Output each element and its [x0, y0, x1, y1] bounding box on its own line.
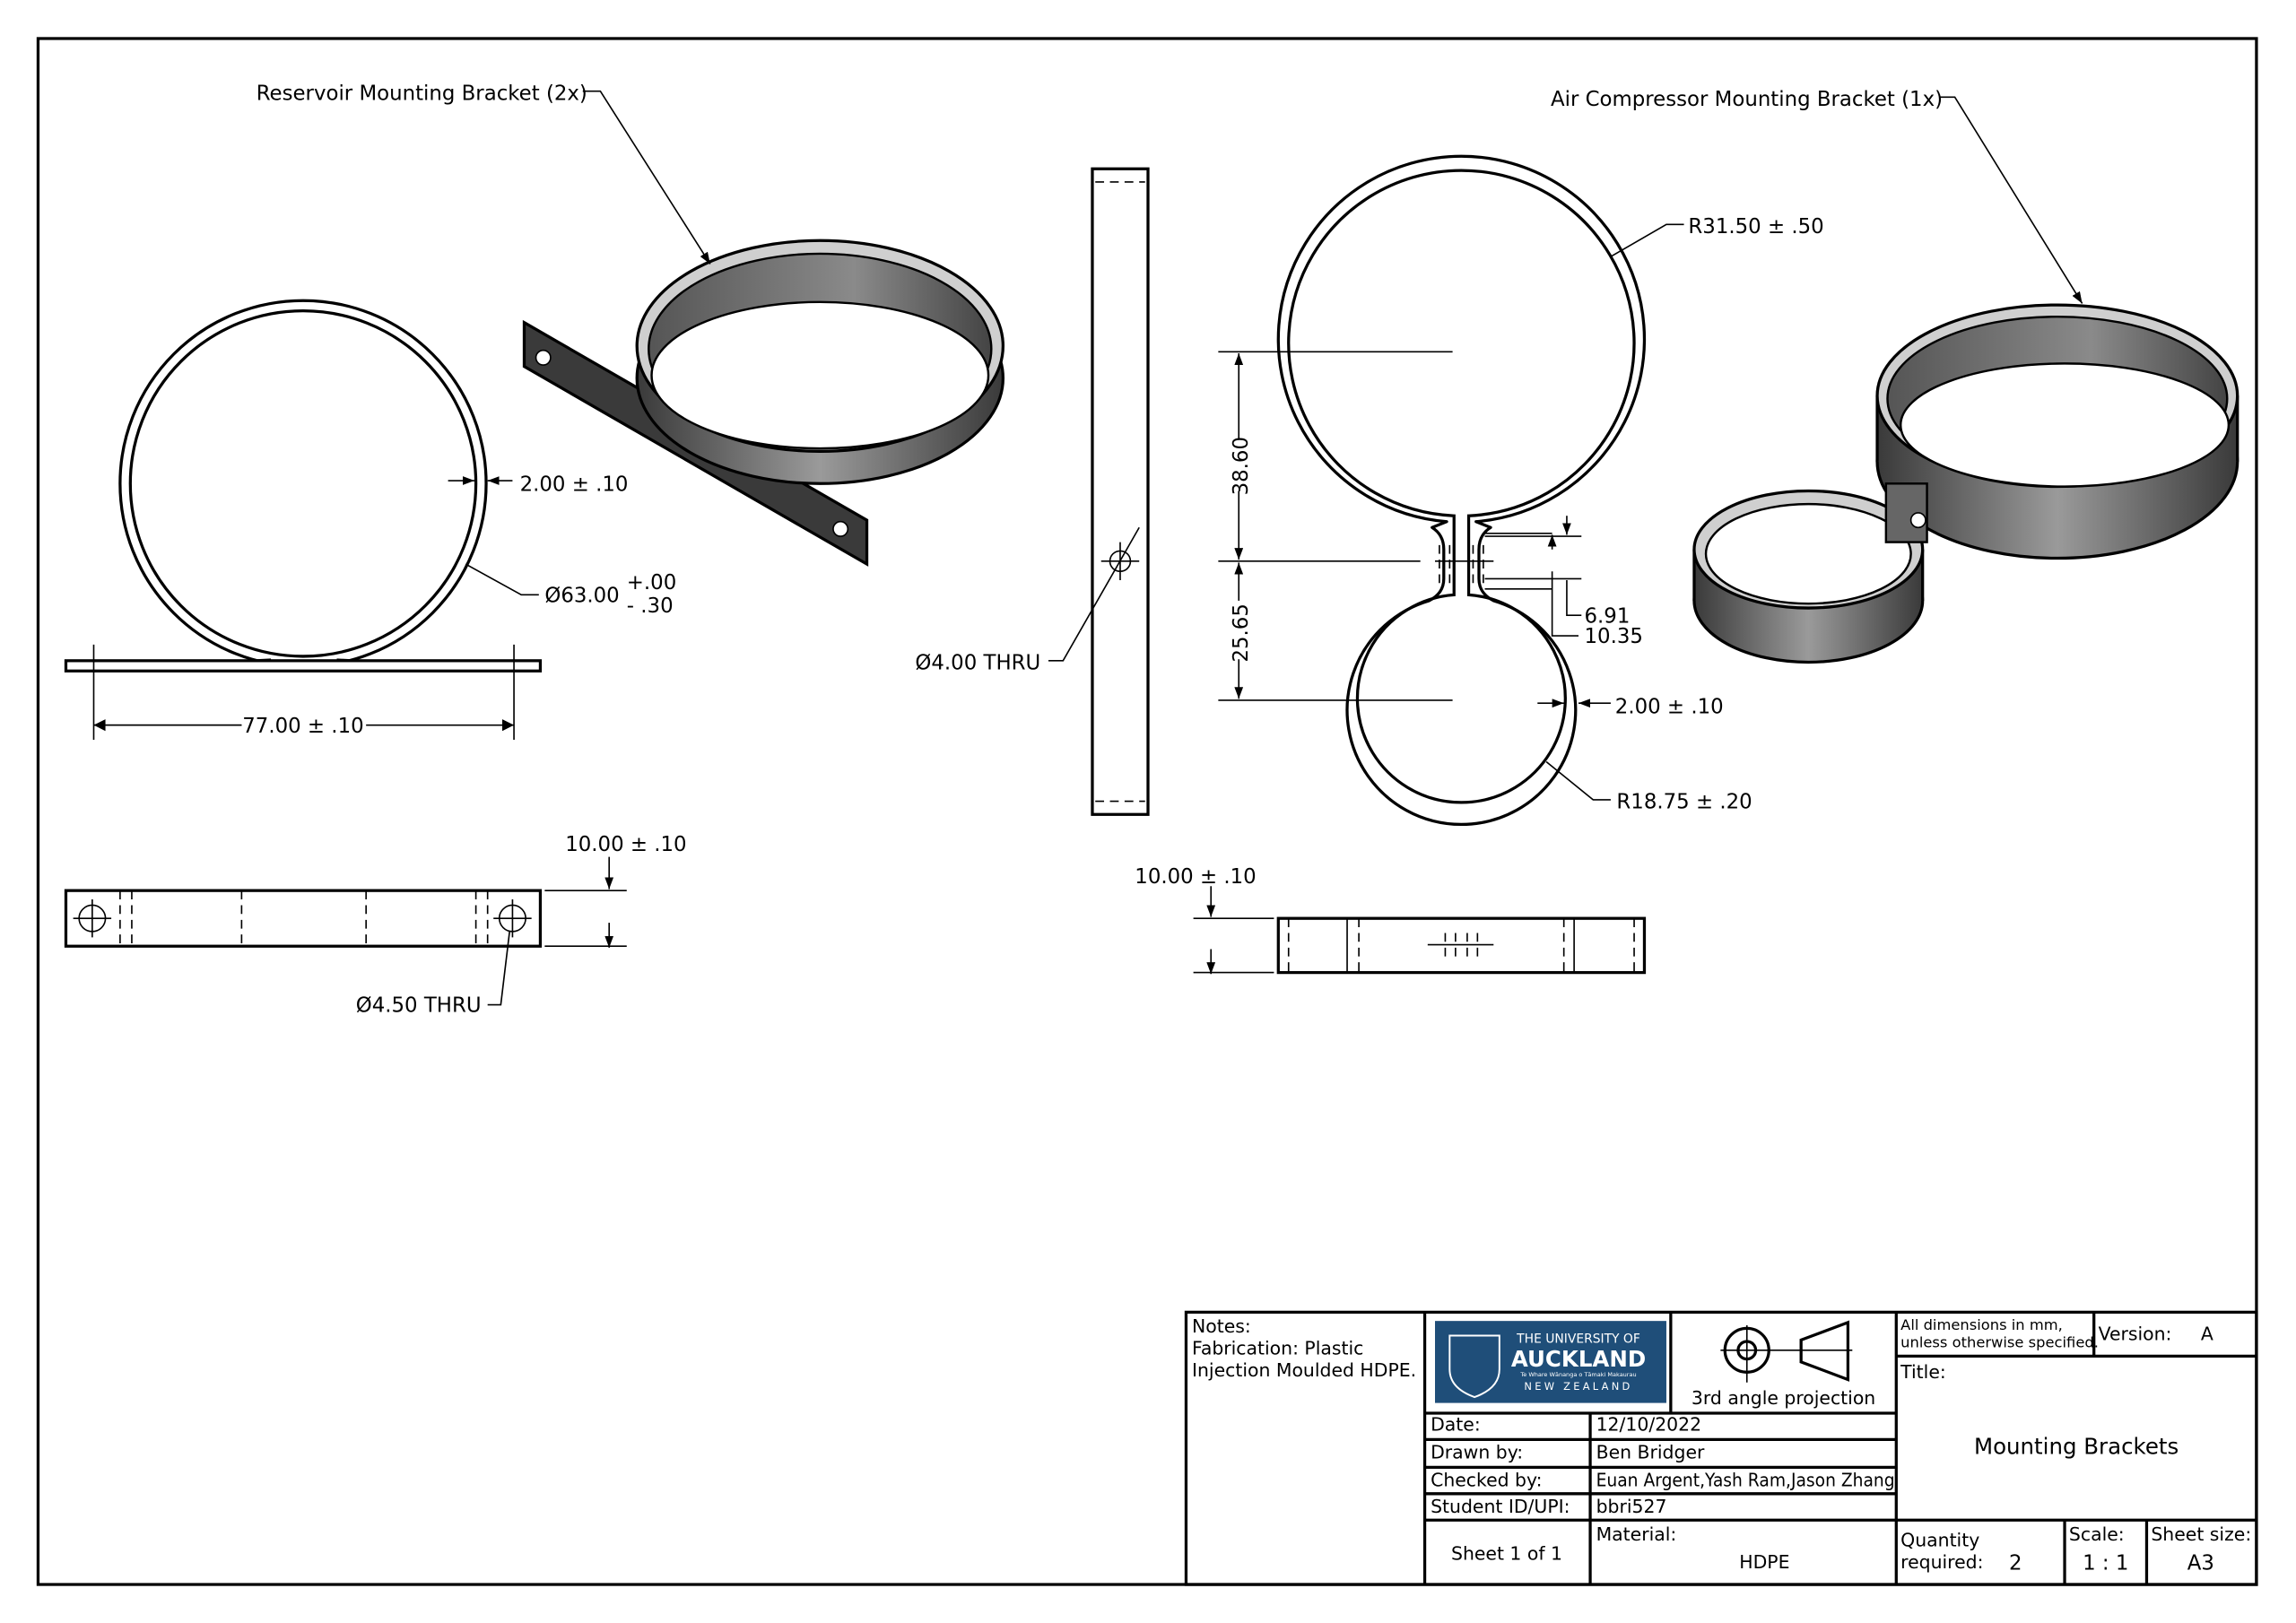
compressor-front-view: 38.60 25.65 6.91 10.35 R31.50 ± .50 2.00…	[1218, 154, 1824, 827]
label-air-compressor: Air Compressor Mounting Bracket (1x)	[1551, 88, 1943, 111]
material-label: Material:	[1596, 1523, 1677, 1545]
quantity-value: 2	[2009, 1552, 2022, 1575]
reservoir-isometric-view	[522, 239, 1004, 567]
dim-thickness: 2.00 ± .10	[520, 473, 629, 496]
dim-height: 10.00 ± .10	[1135, 865, 1256, 889]
logo-line3: Te Whare Wānanga o Tāmaki Makaurau	[1519, 1371, 1636, 1378]
drawn-label: Drawn by:	[1431, 1442, 1523, 1463]
dim-large-radius: R31.50 ± .50	[1688, 215, 1823, 239]
university-logo: THE UNIVERSITY OF AUCKLAND Te Whare Wāna…	[1435, 1321, 1666, 1403]
sheet-size-value: A3	[2187, 1552, 2214, 1575]
material-value: HDPE	[1739, 1551, 1789, 1573]
quantity-label1: Quantity	[1900, 1530, 1979, 1551]
sheet-number: Sheet 1 of 1	[1451, 1542, 1562, 1564]
quantity-label2: required:	[1900, 1551, 1983, 1573]
drawn-value: Ben Bridger	[1596, 1442, 1705, 1463]
drawing-title: Mounting Brackets	[1974, 1434, 2179, 1460]
dim-lower-distance: 25.65	[1230, 603, 1253, 662]
student-label: Student ID/UPI:	[1431, 1496, 1570, 1517]
label-reservoir: Reservoir Mounting Bracket (2x)	[257, 82, 587, 106]
third-angle-projection-icon	[1720, 1320, 1853, 1383]
logo-line4: NEW ZEALAND	[1524, 1380, 1632, 1393]
date-label: Date:	[1431, 1414, 1481, 1436]
projection-label: 3rd angle projection	[1692, 1387, 1875, 1409]
dims-note1: All dimensions in mm,	[1900, 1316, 2063, 1333]
reservoir-front-view: 77.00 ± .10 2.00 ± .10 Ø63.00 +.00 - .30	[64, 299, 676, 740]
notes-label: Notes:	[1192, 1315, 1251, 1337]
sheet-size-label: Sheet size:	[2151, 1523, 2251, 1545]
dim-upper-distance: 38.60	[1230, 437, 1253, 495]
date-value: 12/10/2022	[1596, 1414, 1702, 1436]
checked-value: Euan Argent,Yash Ram,Jason Zhang	[1596, 1470, 1895, 1491]
dim-diameter-tol-upper: +.00	[627, 571, 676, 595]
sheet-border	[36, 37, 2258, 1586]
dim-hole: Ø4.00 THRU	[915, 652, 1040, 675]
version-value: A	[2201, 1323, 2213, 1344]
dim-small-radius: R18.75 ± .20	[1616, 791, 1752, 814]
dim-diameter-tol-lower: - .30	[627, 595, 674, 618]
title-label: Title:	[1900, 1361, 1946, 1383]
logo-line1: THE UNIVERSITY OF	[1516, 1332, 1640, 1347]
dim-diameter: Ø63.00	[544, 585, 619, 608]
title-block: Notes: Fabrication: Plastic Injection Mo…	[1184, 1310, 2258, 1586]
checked-label: Checked by:	[1431, 1470, 1542, 1491]
notes-line2: Injection Moulded HDPE.	[1192, 1359, 1416, 1381]
dim-gap-inner: 6.91	[1585, 604, 1631, 628]
scale-label: Scale:	[2069, 1523, 2125, 1545]
dim-hole: Ø4.50 THRU	[356, 994, 482, 1018]
dim-gap-outer: 10.35	[1585, 625, 1643, 648]
compressor-bottom-view: 10.00 ± .10	[1135, 865, 1647, 975]
reservoir-bottom-view: 10.00 ± .10 Ø4.50 THRU	[64, 833, 687, 1018]
student-value: bbri527	[1596, 1496, 1667, 1517]
dims-note2: unless otherwise specified.	[1900, 1334, 2099, 1351]
logo-line2: AUCKLAND	[1511, 1346, 1646, 1372]
compressor-isometric-view	[1692, 303, 2239, 664]
version-label: Version:	[2099, 1323, 2172, 1344]
notes-line1: Fabrication: Plastic	[1192, 1338, 1363, 1359]
dim-height: 10.00 ± .10	[565, 833, 686, 856]
dim-length: 77.00 ± .10	[242, 715, 363, 738]
scale-value: 1 : 1	[2083, 1552, 2128, 1575]
compressor-side-view: Ø4.00 THRU	[915, 167, 1150, 816]
dim-thickness: 2.00 ± .10	[1615, 696, 1724, 719]
